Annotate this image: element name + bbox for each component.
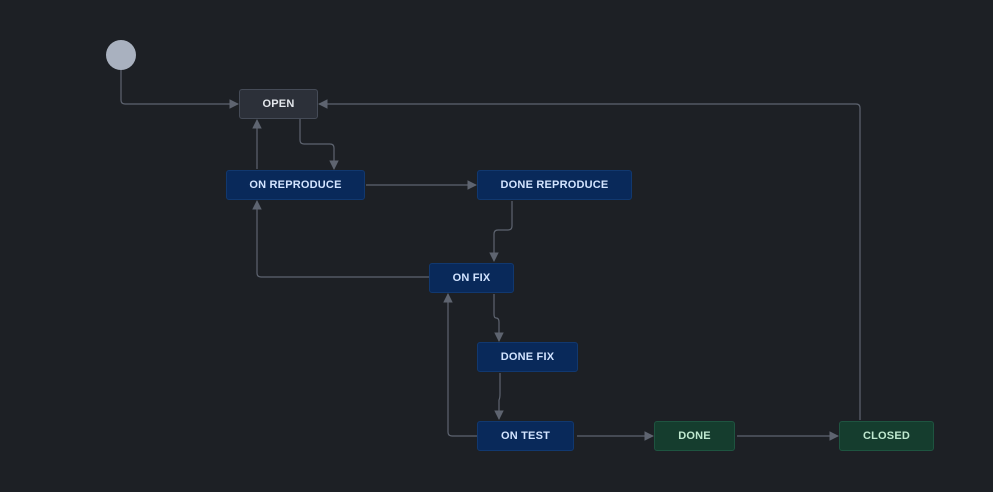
status-done-reproduce[interactable]: DONE REPRODUCE [477, 170, 632, 200]
transition-start-to-open [120, 70, 239, 109]
status-open[interactable]: OPEN [239, 89, 318, 119]
status-done-fix[interactable]: DONE FIX [477, 342, 578, 372]
status-done-fix-label: DONE FIX [500, 351, 555, 363]
transition-closed-to-open [318, 99, 861, 420]
status-on-test[interactable]: ON TEST [477, 421, 574, 451]
transition-done-reproduce-to-on-fix [489, 201, 513, 262]
status-closed[interactable]: CLOSED [839, 421, 934, 451]
status-on-test-label: ON TEST [500, 430, 551, 442]
transition-on-fix-to-on-reproduce [252, 200, 429, 278]
status-done-label: DONE [678, 430, 711, 442]
status-on-fix[interactable]: ON FIX [429, 263, 514, 293]
status-on-reproduce[interactable]: ON REPRODUCE [226, 170, 365, 200]
start-node [106, 40, 136, 70]
status-open-label: OPEN [262, 98, 295, 110]
status-done-reproduce-label: DONE REPRODUCE [500, 179, 609, 191]
transition-done-fix-to-on-test [494, 373, 504, 420]
status-done[interactable]: DONE [654, 421, 735, 451]
transition-on-fix-to-done-fix [493, 294, 504, 342]
status-on-fix-label: ON FIX [452, 272, 491, 284]
status-closed-label: CLOSED [862, 430, 911, 442]
status-on-reproduce-label: ON REPRODUCE [249, 179, 342, 191]
transition-open-to-on-reproduce [299, 119, 339, 170]
transition-on-test-to-on-fix [443, 293, 477, 437]
